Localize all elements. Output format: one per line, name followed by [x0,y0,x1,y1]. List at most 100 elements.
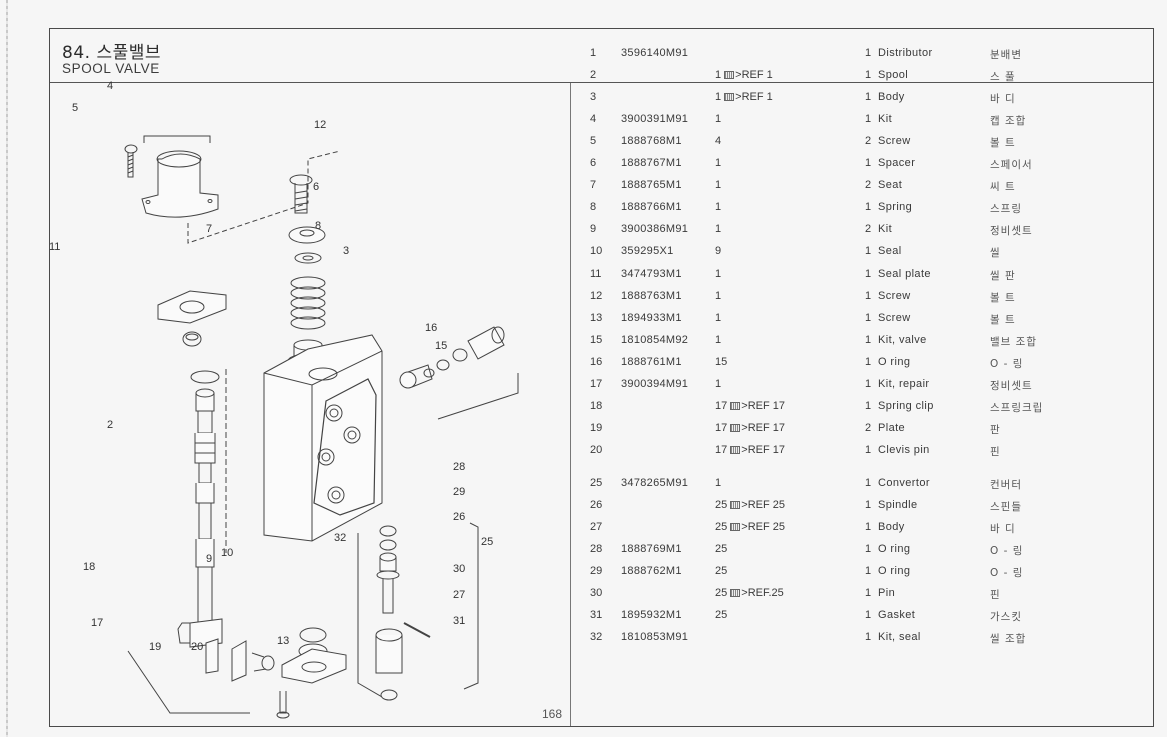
parent-number: 1 [715,69,722,82]
description: Kit, repair [878,377,930,390]
korean-description: 스프링 [990,203,1022,216]
reference-text[interactable]: REF 17 [747,399,785,412]
ref-number: 5 [590,135,597,148]
parent-ref[interactable]: 1>REF 1 [715,69,773,82]
description: Kit, seal [878,631,921,644]
description: Seal [878,245,902,258]
scan-edge [6,0,8,737]
korean-description: O - 링 [990,545,1024,558]
parent-ref[interactable]: 25>REF 25 [715,499,785,511]
reference-text[interactable]: REF 1 [741,91,773,104]
callout-19: 19 [149,641,162,653]
korean-description: 정비셋트 [990,379,1033,392]
quantity: 1 [865,521,872,534]
korean-description: 볼 트 [990,137,1016,150]
description: Gasket [878,609,916,622]
parent-ref: 25 [715,543,727,555]
description: Kit [878,113,893,126]
callout-16: 16 [425,322,438,334]
callout-5: 5 [72,102,79,114]
page-title-english: SPOOL VALVE [62,61,160,76]
korean-description: 씰 [990,247,1001,260]
reference-arrow-icon [730,401,741,410]
parent-number: 17 [715,421,728,434]
quantity: 1 [865,245,872,258]
parent-ref[interactable]: 17>REF 17 [715,399,785,412]
callout-11: 11 [49,241,61,253]
callout-28: 28 [453,461,466,473]
parent-ref[interactable]: 17>REF 17 [715,421,785,434]
parent-ref: 1 [715,157,721,169]
korean-description: O - 링 [990,357,1024,370]
reference-text[interactable]: REF 17 [747,421,785,434]
parent-ref: 1 [715,201,721,213]
reference-text[interactable]: REF.25 [747,587,784,600]
part-convertor-drawing [357,522,479,701]
ref-number: 32 [590,631,603,644]
parent-number: 1 [715,476,722,489]
callout-20: 20 [191,641,204,653]
quantity: 1 [865,399,872,412]
ref-number: 31 [590,609,603,622]
reference-text[interactable]: REF 25 [747,521,785,534]
ref-number: 8 [590,201,597,214]
part-number: 1888761M1 [621,355,682,368]
parent-ref[interactable]: 1>REF 1 [715,91,773,104]
part-number: 3900394M91 [621,377,689,390]
quantity: 1 [865,355,872,368]
parent-ref: 9 [715,245,721,257]
parent-ref[interactable]: 25>REF.25 [715,587,784,600]
parent-number: 1 [715,91,722,104]
quantity: 1 [865,476,872,489]
quantity: 1 [865,201,872,214]
quantity: 1 [865,565,872,578]
parent-number: 25 [715,499,728,511]
parent-ref[interactable]: 25>REF 25 [715,521,785,534]
callout-13: 13 [277,635,290,647]
description: Pin [878,587,896,600]
ref-number: 6 [590,157,597,170]
callout-6: 6 [313,181,320,193]
description: Seal plate [878,267,931,280]
korean-description: 캡 조합 [990,115,1027,128]
reference-text[interactable]: REF 25 [747,499,785,511]
callout-26: 26 [453,511,466,523]
ref-number: 19 [590,421,603,434]
ref-number: 2 [590,69,597,82]
korean-description: 스페이서 [990,159,1033,172]
korean-description: 볼 트 [990,313,1016,326]
callout-30: 30 [453,563,466,575]
parent-ref: 15 [715,356,727,368]
ref-number: 9 [590,223,597,236]
parent-ref[interactable]: 17>REF 17 [715,443,785,456]
callout-27: 27 [453,589,466,601]
parent-number: 25 [715,521,728,534]
korean-description: 정비셋트 [990,225,1033,238]
korean-description: 스핀들 [990,501,1022,513]
callout-25: 25 [481,536,494,548]
parent-number: 1 [715,289,722,302]
description: Body [878,521,905,534]
column-divider [570,83,571,726]
reference-text[interactable]: REF 1 [741,69,773,82]
callout-8: 8 [315,220,322,232]
ref-number: 26 [590,499,603,511]
ref-number: 17 [590,377,603,390]
reference-text[interactable]: REF 17 [747,443,785,456]
description: Distributor [878,47,933,59]
parent-number: 25 [715,587,728,600]
part-number: 1894933M1 [621,311,682,324]
parent-number: 1 [715,113,722,126]
